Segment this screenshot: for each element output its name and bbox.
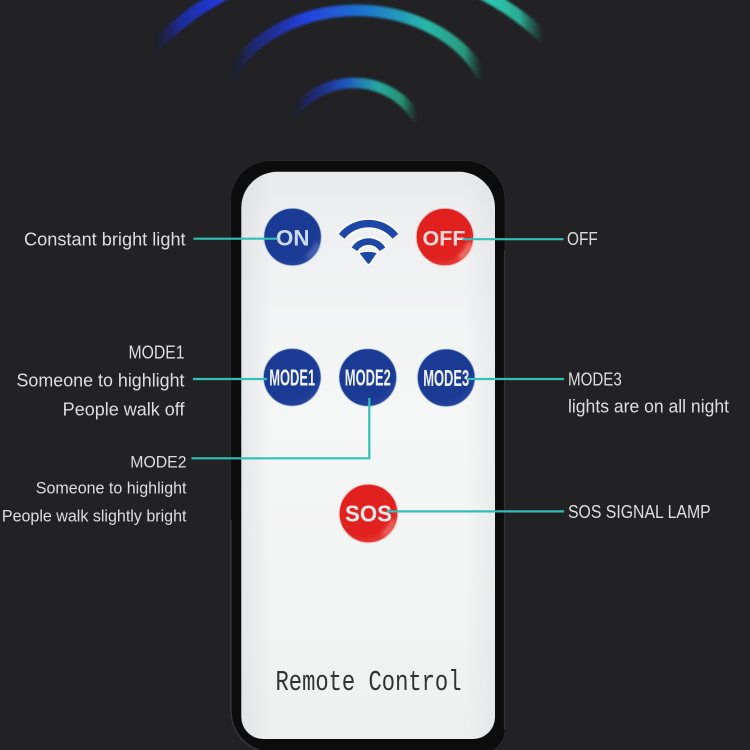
svg-text:Someone to highlight: Someone to highlight — [17, 370, 185, 390]
svg-text:Remote Control: Remote Control — [276, 666, 462, 699]
svg-text:lights are on all night: lights are on all night — [568, 396, 729, 416]
svg-text:OFF: OFF — [567, 229, 598, 249]
svg-text:OFF: OFF — [423, 227, 466, 250]
svg-text:MODE1: MODE1 — [269, 364, 315, 390]
svg-text:People walk off: People walk off — [63, 400, 186, 420]
svg-text:MODE1: MODE1 — [129, 342, 185, 362]
svg-text:MODE3: MODE3 — [423, 365, 469, 391]
svg-text:MODE3: MODE3 — [568, 370, 622, 390]
svg-text:Someone to highlight: Someone to highlight — [36, 480, 187, 498]
svg-text:MODE2: MODE2 — [130, 453, 186, 471]
svg-text:ON: ON — [276, 226, 310, 251]
svg-text:MODE2: MODE2 — [345, 365, 391, 391]
svg-text:SOS: SOS — [345, 501, 392, 527]
svg-text:People walk slightly bright: People walk slightly bright — [2, 508, 187, 526]
svg-text:Constant bright light: Constant bright light — [24, 229, 186, 249]
svg-text:SOS SIGNAL LAMP: SOS SIGNAL LAMP — [568, 502, 711, 522]
